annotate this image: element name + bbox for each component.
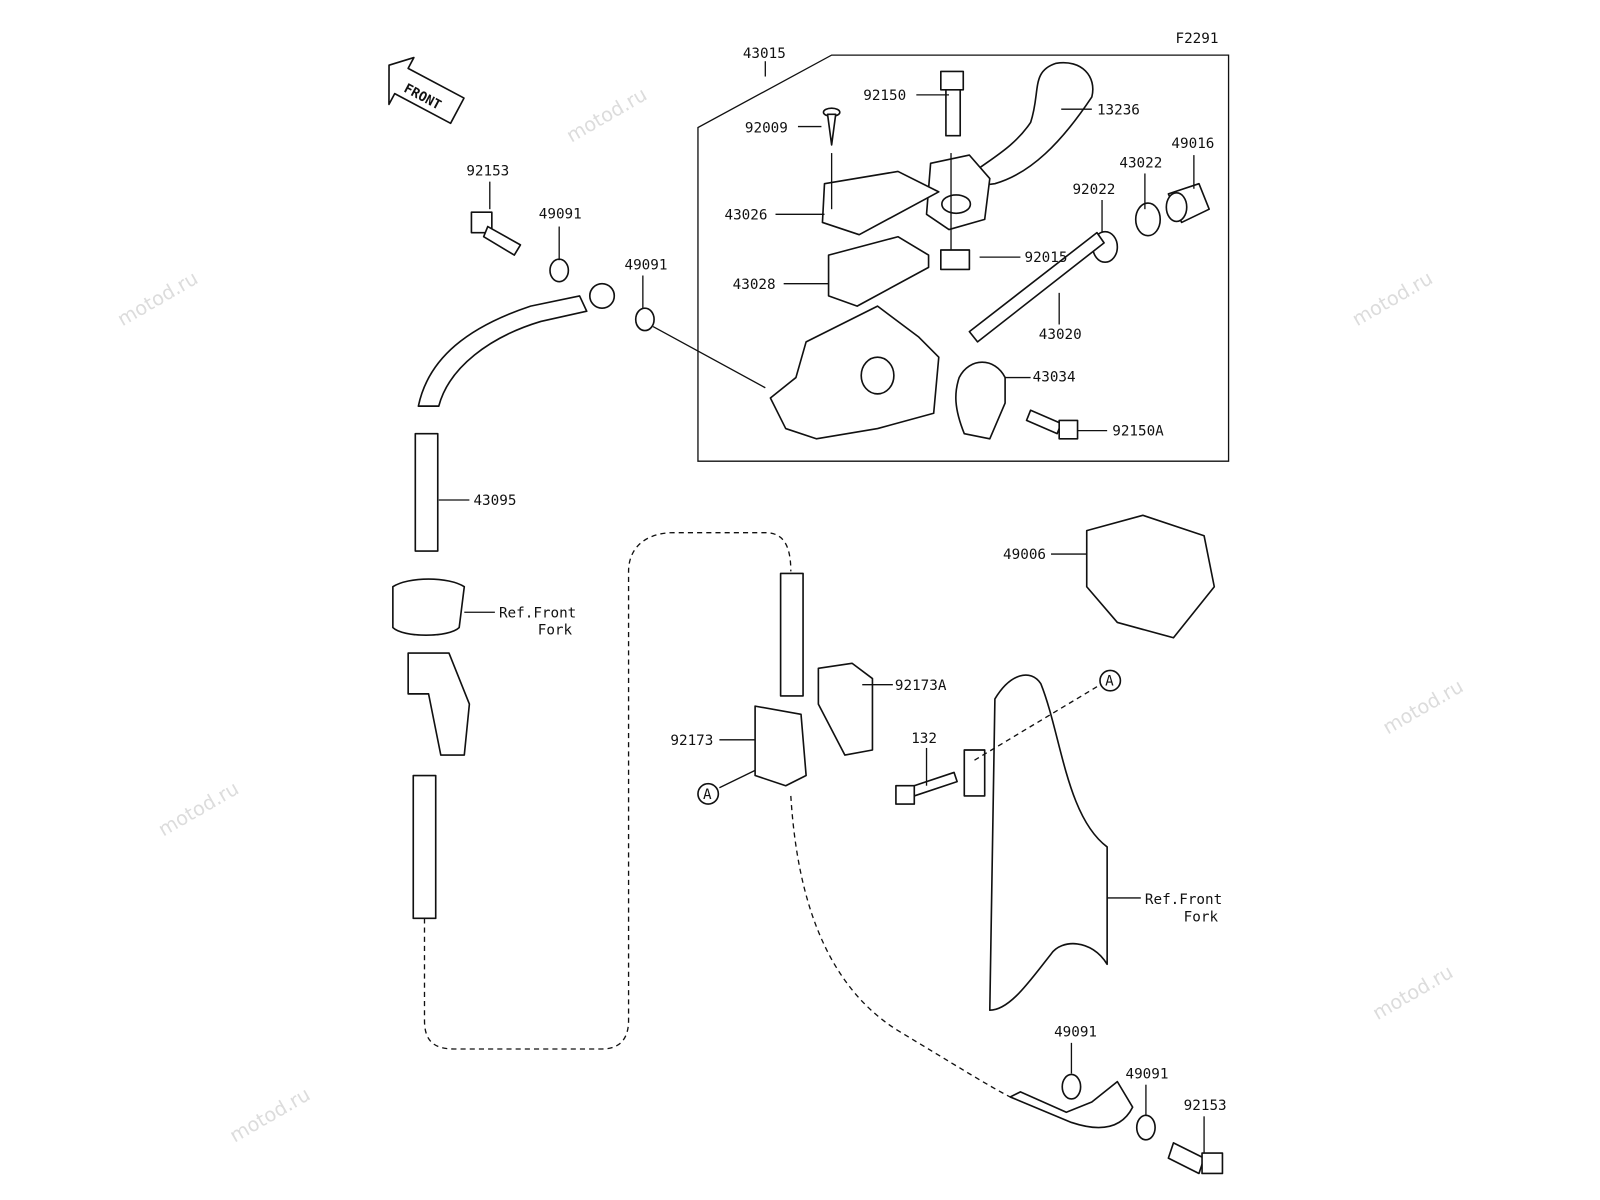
watermark-text: motod.ru	[1369, 960, 1457, 1024]
part-shapes	[392, 61, 1224, 1175]
watermark-text: motod.ru	[1379, 675, 1467, 739]
part-label: 49016	[1171, 136, 1214, 152]
part-label: 92150	[863, 88, 906, 104]
part-label: 43020	[1039, 327, 1082, 343]
callout-a-bottom-label: A	[703, 787, 712, 803]
diagram-code: F2291	[1176, 31, 1219, 47]
ref-label: Ref.Front	[1145, 892, 1222, 908]
part-label: 13236	[1097, 102, 1140, 118]
ref-label: Fork	[1184, 909, 1219, 925]
watermark-text: motod.ru	[113, 266, 201, 330]
part-label: 92173A	[895, 678, 947, 694]
part-label: 49091	[1054, 1025, 1097, 1041]
part-label: 43022	[1119, 155, 1162, 171]
part-label: 49091	[1126, 1067, 1169, 1083]
callout-a-top-label: A	[1105, 674, 1114, 690]
callout-a-bottom	[697, 782, 720, 805]
part-label: 92173	[670, 733, 713, 749]
part-label: 43028	[733, 277, 776, 293]
part-label: 92009	[745, 121, 788, 137]
part-label: 92150A	[1112, 424, 1164, 440]
part-label: 43026	[724, 207, 767, 223]
part-label: 49006	[1003, 547, 1046, 563]
part-label: 49091	[539, 206, 582, 222]
ref-label: Fork	[538, 623, 573, 639]
watermark-text: motod.ru	[1348, 266, 1436, 330]
part-label: 92022	[1072, 182, 1115, 198]
hose-path-dashed-bottom	[790, 795, 1011, 1098]
callout-a-top	[1099, 669, 1122, 692]
reference-line-a	[974, 683, 1103, 761]
assembly-boundary	[697, 54, 1230, 462]
front-arrow-icon: FRONT	[388, 56, 465, 125]
part-label: 92153	[466, 164, 509, 180]
part-label: 92015	[1024, 250, 1067, 266]
part-label: 43034	[1033, 370, 1076, 386]
leader-lines	[438, 61, 1205, 1154]
watermark-text: motod.ru	[154, 777, 242, 841]
hose-path-dashed	[423, 531, 792, 1050]
watermark-text: motod.ru	[562, 83, 650, 147]
watermark-text: motod.ru	[226, 1083, 314, 1147]
part-label: 49091	[624, 257, 667, 273]
part-label: 132	[911, 731, 937, 747]
ref-label: Ref.Front	[499, 605, 576, 621]
part-label: 92153	[1184, 1098, 1227, 1114]
part-label: 43095	[473, 493, 516, 509]
part-label: 43015	[743, 46, 786, 62]
